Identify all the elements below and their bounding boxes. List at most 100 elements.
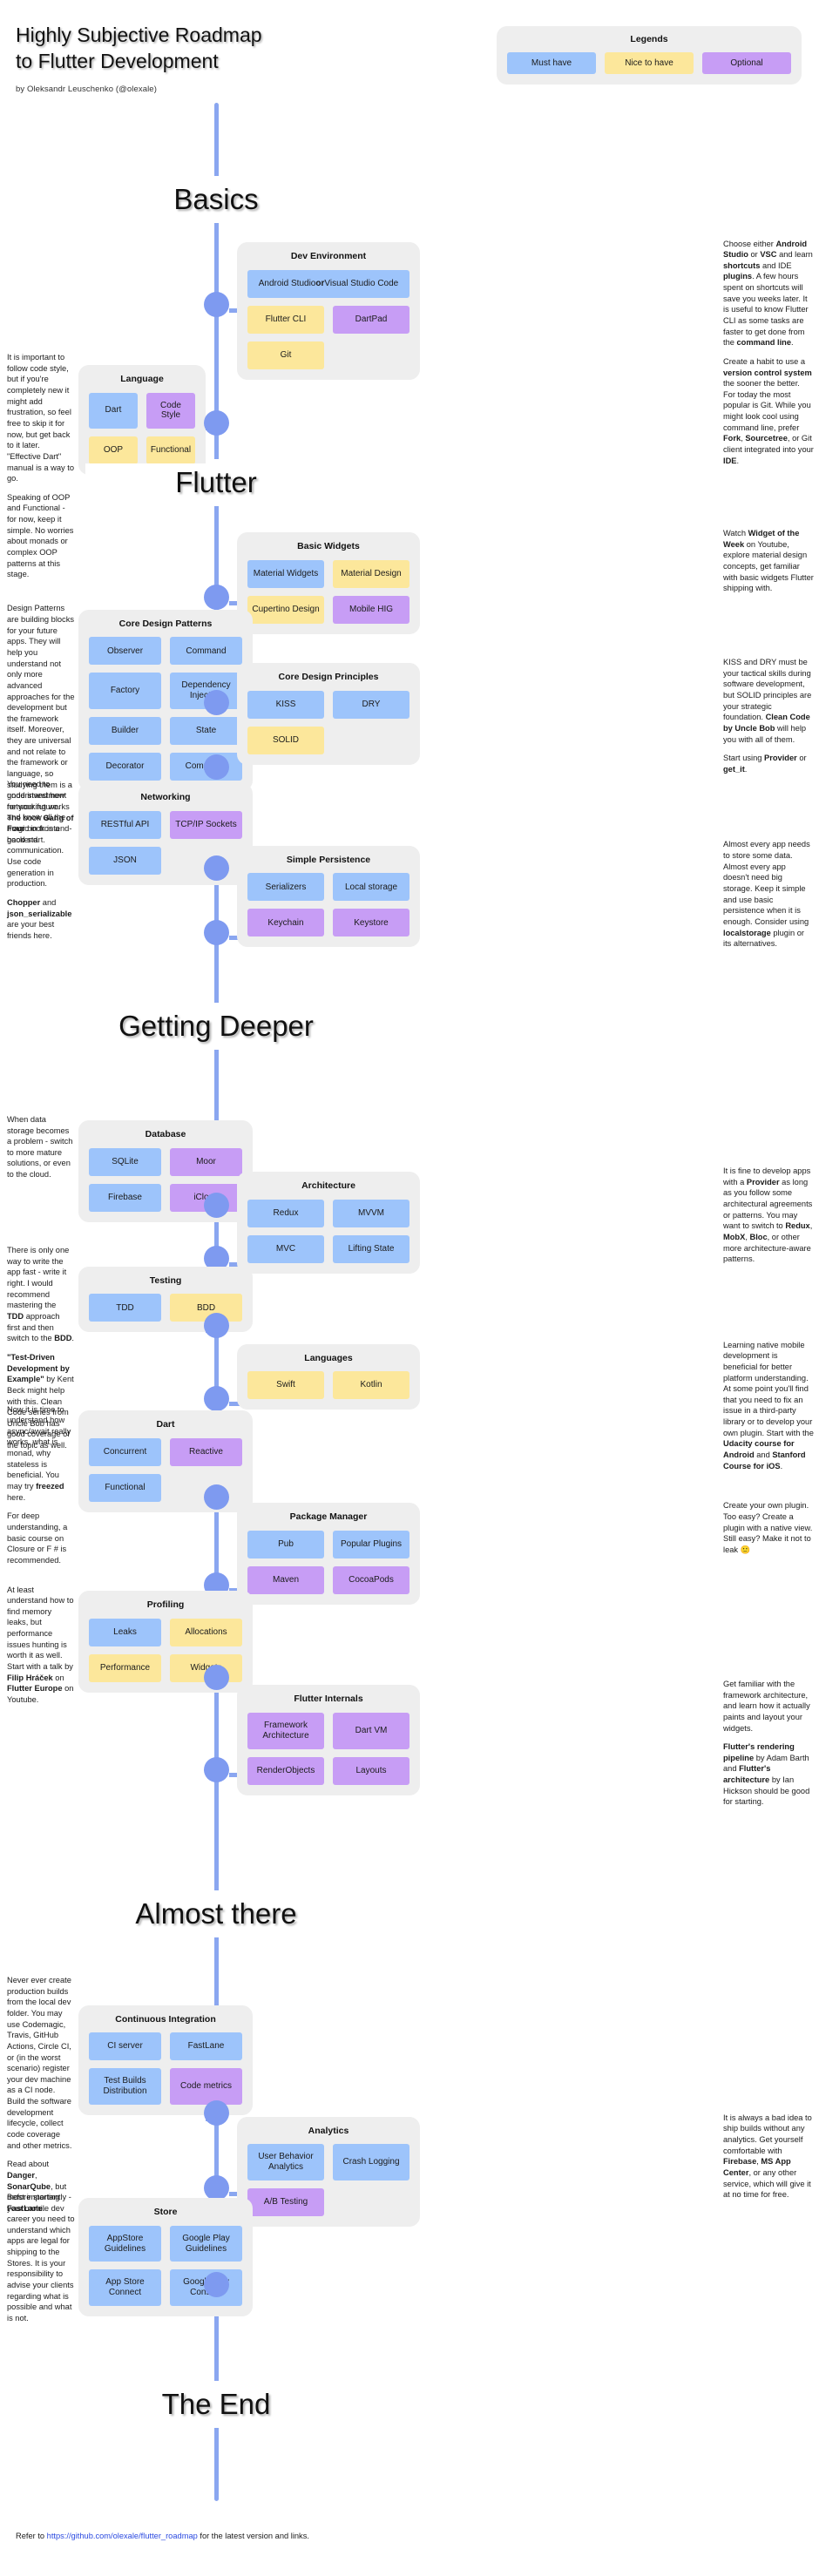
chip-serializers[interactable]: Serializers <box>247 873 324 902</box>
chip-sqlite[interactable]: SQLite <box>89 1147 161 1176</box>
chip-material-widgets[interactable]: Material Widgets <box>247 559 324 588</box>
card-title-languages: Languages <box>304 1352 353 1363</box>
chip-kotlin[interactable]: Kotlin <box>333 1371 410 1400</box>
chip-factory[interactable]: Factory <box>89 673 161 709</box>
note-database: When data storage becomes a problem - sw… <box>7 1114 75 1180</box>
chip-redux[interactable]: Redux <box>247 1200 324 1228</box>
chip-tdd[interactable]: TDD <box>89 1294 161 1322</box>
chip-appstore-guidelines[interactable]: AppStore Guidelines <box>89 2225 161 2262</box>
note-paragraph: Learning native mobile development is be… <box>723 1340 814 1471</box>
chip-cocoapods[interactable]: CocoaPods <box>333 1565 410 1594</box>
chip-code-metrics[interactable]: Code metrics <box>170 2068 242 2105</box>
note-paragraph: You need to understand how networking wo… <box>7 780 72 889</box>
chip-kiss[interactable]: KISS <box>247 691 324 720</box>
chip-renderobjects[interactable]: RenderObjects <box>247 1756 324 1785</box>
chip-a-b-testing[interactable]: A/B Testing <box>247 2187 324 2216</box>
timeline-node <box>204 2272 229 2298</box>
chip-builder[interactable]: Builder <box>89 717 161 745</box>
chip-mvvm[interactable]: MVVM <box>333 1200 410 1228</box>
timeline-node <box>204 690 229 716</box>
chip-decorator[interactable]: Decorator <box>89 753 161 781</box>
chip-local-storage[interactable]: Local storage <box>333 873 410 902</box>
chip-android-studio-or-visual-studio-code[interactable]: Android Studio or Visual Studio Code <box>247 270 410 299</box>
chip-solid[interactable]: SOLID <box>247 727 324 755</box>
note-internals_1: Get familiar with the framework architec… <box>723 1679 814 1808</box>
note-paragraph: Almost every app needs to store some dat… <box>723 840 810 949</box>
chip-crash-logging[interactable]: Crash Logging <box>333 2144 410 2180</box>
chip-restful-api[interactable]: RESTful API <box>89 811 161 839</box>
note-profiling: At least understand how to find memory l… <box>7 1585 75 1706</box>
card-title-package-manager: Package Manager <box>289 1511 368 1522</box>
chip-keychain[interactable]: Keychain <box>247 909 324 937</box>
note-testing_1: There is only one way to write the app f… <box>7 1245 75 1451</box>
chip-performance[interactable]: Performance <box>89 1653 161 1682</box>
chip-user-behavior-analytics[interactable]: User Behavior Analytics <box>247 2144 324 2180</box>
timeline-node <box>204 1756 229 1782</box>
chip-app-store-connect[interactable]: App Store Connect <box>89 2269 161 2307</box>
chip-framework-architecture[interactable]: Framework Architecture <box>247 1712 324 1749</box>
section-title-flutter: Flutter <box>85 463 347 502</box>
timeline-connector <box>229 2191 241 2196</box>
chip-oop[interactable]: OOP <box>89 436 138 465</box>
chip-functional[interactable]: Functional <box>89 1473 161 1502</box>
chip-popular-plugins[interactable]: Popular Plugins <box>333 1530 410 1558</box>
chip-maven[interactable]: Maven <box>247 1565 324 1594</box>
chip-pub[interactable]: Pub <box>247 1530 324 1558</box>
chip-swift[interactable]: Swift <box>247 1371 324 1400</box>
chip-google-play-guidelines[interactable]: Google Play Guidelines <box>170 2225 242 2262</box>
chip-lifting-state[interactable]: Lifting State <box>333 1235 410 1264</box>
chip-fastlane[interactable]: FastLane <box>170 2032 242 2061</box>
chip-functional[interactable]: Functional <box>146 436 195 465</box>
chip-dartpad[interactable]: DartPad <box>333 306 410 335</box>
legend-chip-2: Optional <box>702 52 791 74</box>
chip-moor[interactable]: Moor <box>170 1147 242 1176</box>
chip-reactive[interactable]: Reactive <box>170 1437 242 1466</box>
chip-state[interactable]: State <box>170 717 242 745</box>
timeline-node <box>204 2100 229 2126</box>
chip-flutter-cli[interactable]: Flutter CLI <box>247 306 324 335</box>
title-block: Highly Subjective Roadmap to Flutter Dev… <box>16 23 277 94</box>
chip-mvc[interactable]: MVC <box>247 1235 324 1264</box>
chip-dart-vm[interactable]: Dart VM <box>333 1712 410 1749</box>
note-paragraph: Before starting your mobile dev career y… <box>7 2192 75 2322</box>
card-title-core-design-principles: Core Design Principles <box>278 672 379 683</box>
chip-dry[interactable]: DRY <box>333 691 410 720</box>
timeline-node <box>204 919 229 945</box>
chip-command[interactable]: Command <box>170 637 242 666</box>
chip-leaks[interactable]: Leaks <box>89 1618 161 1646</box>
card-title-testing: Testing <box>149 1274 182 1286</box>
chip-firebase[interactable]: Firebase <box>89 1183 161 1212</box>
chip-json[interactable]: JSON <box>89 847 161 875</box>
chip-test-builds-distribution[interactable]: Test Builds Distribution <box>89 2068 161 2105</box>
note-persistence: Almost every app needs to store some dat… <box>723 839 814 949</box>
chip-dart[interactable]: Dart <box>89 392 138 429</box>
footer-link[interactable]: https://github.com/olexale/flutter_roadm… <box>46 2532 198 2540</box>
note-dev_env_1: Choose either Android Studio or VSC and … <box>723 239 814 467</box>
card-title-language: Language <box>120 373 164 384</box>
chip-layouts[interactable]: Layouts <box>333 1756 410 1785</box>
chip-ci-server[interactable]: CI server <box>89 2032 161 2061</box>
note-paragraph: KISS and DRY must be your tactical skill… <box>723 658 812 744</box>
chip-concurrent[interactable]: Concurrent <box>89 1437 161 1466</box>
chip-mobile-hig[interactable]: Mobile HIG <box>333 595 410 624</box>
chip-material-design[interactable]: Material Design <box>333 559 410 588</box>
chip-keystore[interactable]: Keystore <box>333 909 410 937</box>
card-title-database: Database <box>145 1129 186 1140</box>
chip-git[interactable]: Git <box>247 341 324 370</box>
chip-code-style[interactable]: Code Style <box>146 392 195 429</box>
note-paragraph: It is important to follow code style, bu… <box>7 353 74 483</box>
chip-cupertino-design[interactable]: Cupertino Design <box>247 595 324 624</box>
chip-tcp-ip-sockets[interactable]: TCP/IP Sockets <box>170 811 242 839</box>
chip-allocations[interactable]: Allocations <box>170 1618 242 1646</box>
chip-observer[interactable]: Observer <box>89 637 161 666</box>
footer-note: Refer to https://github.com/olexale/flut… <box>16 2532 309 2540</box>
